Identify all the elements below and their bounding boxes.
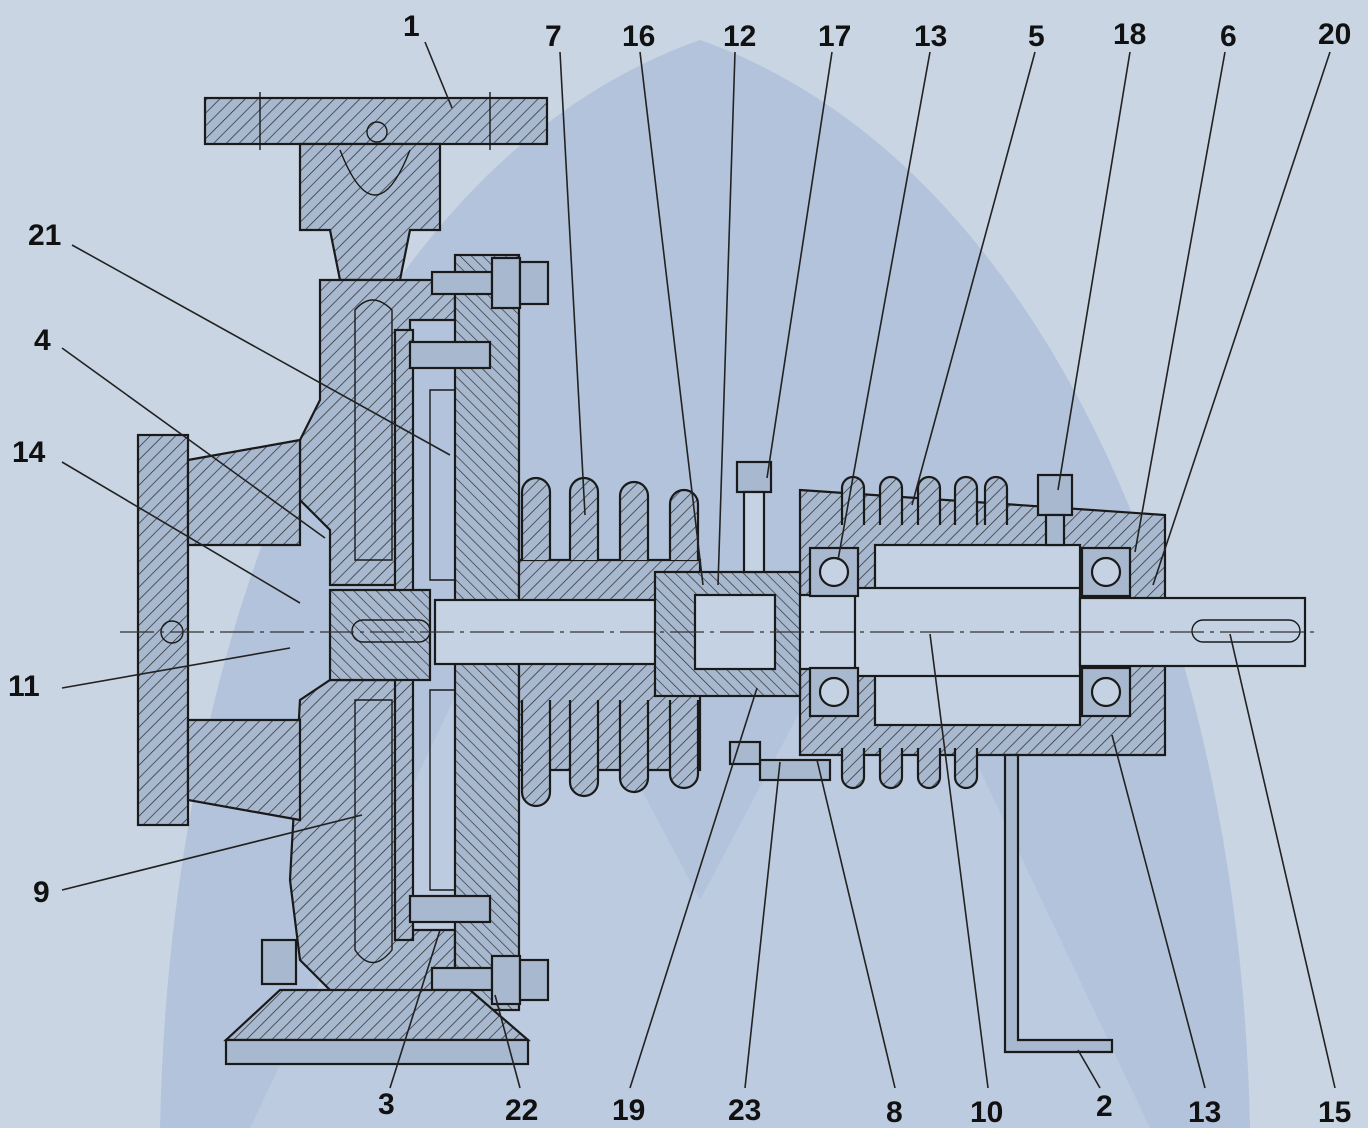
discharge-flange bbox=[203, 92, 549, 282]
fittings bbox=[735, 460, 1074, 574]
label-10: 10 bbox=[970, 1096, 1003, 1128]
bearings bbox=[808, 546, 1132, 718]
label-15: 15 bbox=[1318, 1096, 1351, 1128]
label-5: 5 bbox=[1028, 20, 1045, 53]
label-4: 4 bbox=[34, 324, 51, 357]
label-11: 11 bbox=[8, 670, 40, 703]
cooling-fin bbox=[668, 700, 700, 790]
cooling-fin bbox=[668, 488, 700, 560]
label-2: 2 bbox=[1096, 1090, 1113, 1123]
label-3: 3 bbox=[378, 1088, 395, 1121]
label-13-bottom: 13 bbox=[1188, 1096, 1221, 1128]
cooling-fin bbox=[983, 475, 1009, 525]
cooling-fin bbox=[520, 700, 552, 808]
label-9: 9 bbox=[33, 876, 50, 909]
pump-foot bbox=[223, 988, 531, 1066]
cooling-fin bbox=[520, 476, 552, 560]
label-12: 12 bbox=[723, 20, 756, 53]
cooling-fin bbox=[568, 700, 600, 798]
bolts bbox=[260, 256, 550, 1006]
cooling-fin bbox=[618, 700, 650, 794]
part-labels: 1 7 16 12 17 13 5 18 6 20 21 4 14 11 9 3… bbox=[8, 10, 1351, 1128]
cooling-fin bbox=[618, 480, 650, 560]
label-21: 21 bbox=[28, 219, 61, 252]
label-7: 7 bbox=[545, 20, 562, 53]
label-13-top: 13 bbox=[914, 20, 947, 53]
label-20: 20 bbox=[1318, 18, 1351, 51]
label-19: 19 bbox=[612, 1094, 645, 1127]
label-17: 17 bbox=[818, 20, 851, 53]
label-18: 18 bbox=[1113, 18, 1146, 51]
cooling-fin bbox=[878, 748, 904, 790]
cooling-fin bbox=[916, 475, 942, 525]
impeller bbox=[328, 328, 432, 942]
label-1: 1 bbox=[403, 10, 420, 43]
leader-lines bbox=[61, 41, 1336, 1089]
cooling-fin bbox=[953, 748, 979, 790]
label-22: 22 bbox=[505, 1094, 538, 1127]
label-23: 23 bbox=[728, 1094, 761, 1127]
cooling-fin bbox=[568, 476, 600, 560]
label-14: 14 bbox=[12, 436, 46, 469]
mechanical-seal bbox=[653, 570, 802, 698]
label-6: 6 bbox=[1220, 20, 1237, 53]
cooling-fin bbox=[953, 475, 979, 525]
label-16: 16 bbox=[622, 20, 655, 53]
cooling-fin bbox=[840, 748, 866, 790]
cooling-fin bbox=[878, 475, 904, 525]
label-8: 8 bbox=[886, 1096, 903, 1128]
support-bracket bbox=[728, 740, 1114, 1054]
suction-flange bbox=[136, 433, 302, 827]
cooling-fin bbox=[916, 748, 942, 790]
